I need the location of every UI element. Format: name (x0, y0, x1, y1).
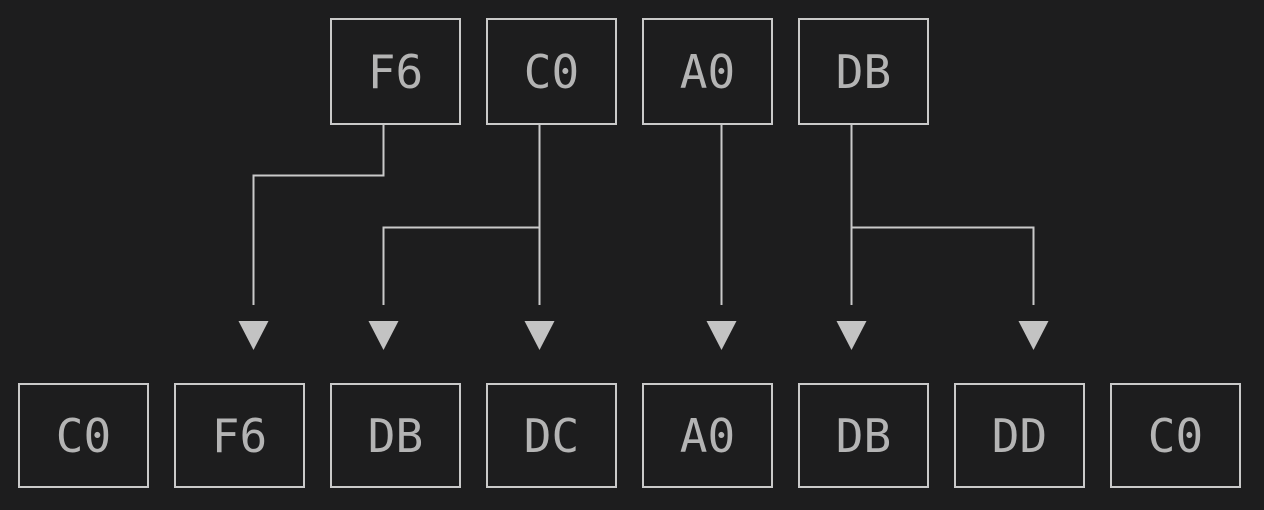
bottom-node-5: DB (798, 383, 929, 488)
bottom-node-3: DC (486, 383, 617, 488)
node-label: C0 (523, 44, 580, 99)
node-label: DB (835, 44, 892, 99)
node-label: F6 (211, 408, 268, 463)
node-label: DB (367, 408, 424, 463)
bottom-node-0: C0 (18, 383, 149, 488)
top-node-2: A0 (642, 18, 773, 125)
bottom-node-7: C0 (1110, 383, 1241, 488)
arrow-down-icon (706, 321, 737, 350)
node-label: C0 (55, 408, 112, 463)
arrow-down-icon (368, 321, 399, 350)
arrow-down-icon (238, 321, 269, 350)
bottom-node-4: A0 (642, 383, 773, 488)
bottom-node-2: DB (330, 383, 461, 488)
top-node-1: C0 (486, 18, 617, 125)
node-label: DD (991, 408, 1048, 463)
arrow-down-icon (836, 321, 867, 350)
top-node-0: F6 (330, 18, 461, 125)
node-label: A0 (679, 408, 736, 463)
connector-db-to-dd (851, 226, 1035, 305)
connector-c0-to-db (382, 226, 540, 305)
connector-f6-to-f6 (252, 125, 385, 305)
arrow-down-icon (1018, 321, 1049, 350)
arrow-down-icon (524, 321, 555, 350)
node-label: A0 (679, 44, 736, 99)
node-label: F6 (367, 44, 424, 99)
top-node-3: DB (798, 18, 929, 125)
bottom-node-1: F6 (174, 383, 305, 488)
node-label: DB (835, 408, 892, 463)
node-label: C0 (1147, 408, 1204, 463)
node-label: DC (523, 408, 580, 463)
bottom-node-6: DD (954, 383, 1085, 488)
